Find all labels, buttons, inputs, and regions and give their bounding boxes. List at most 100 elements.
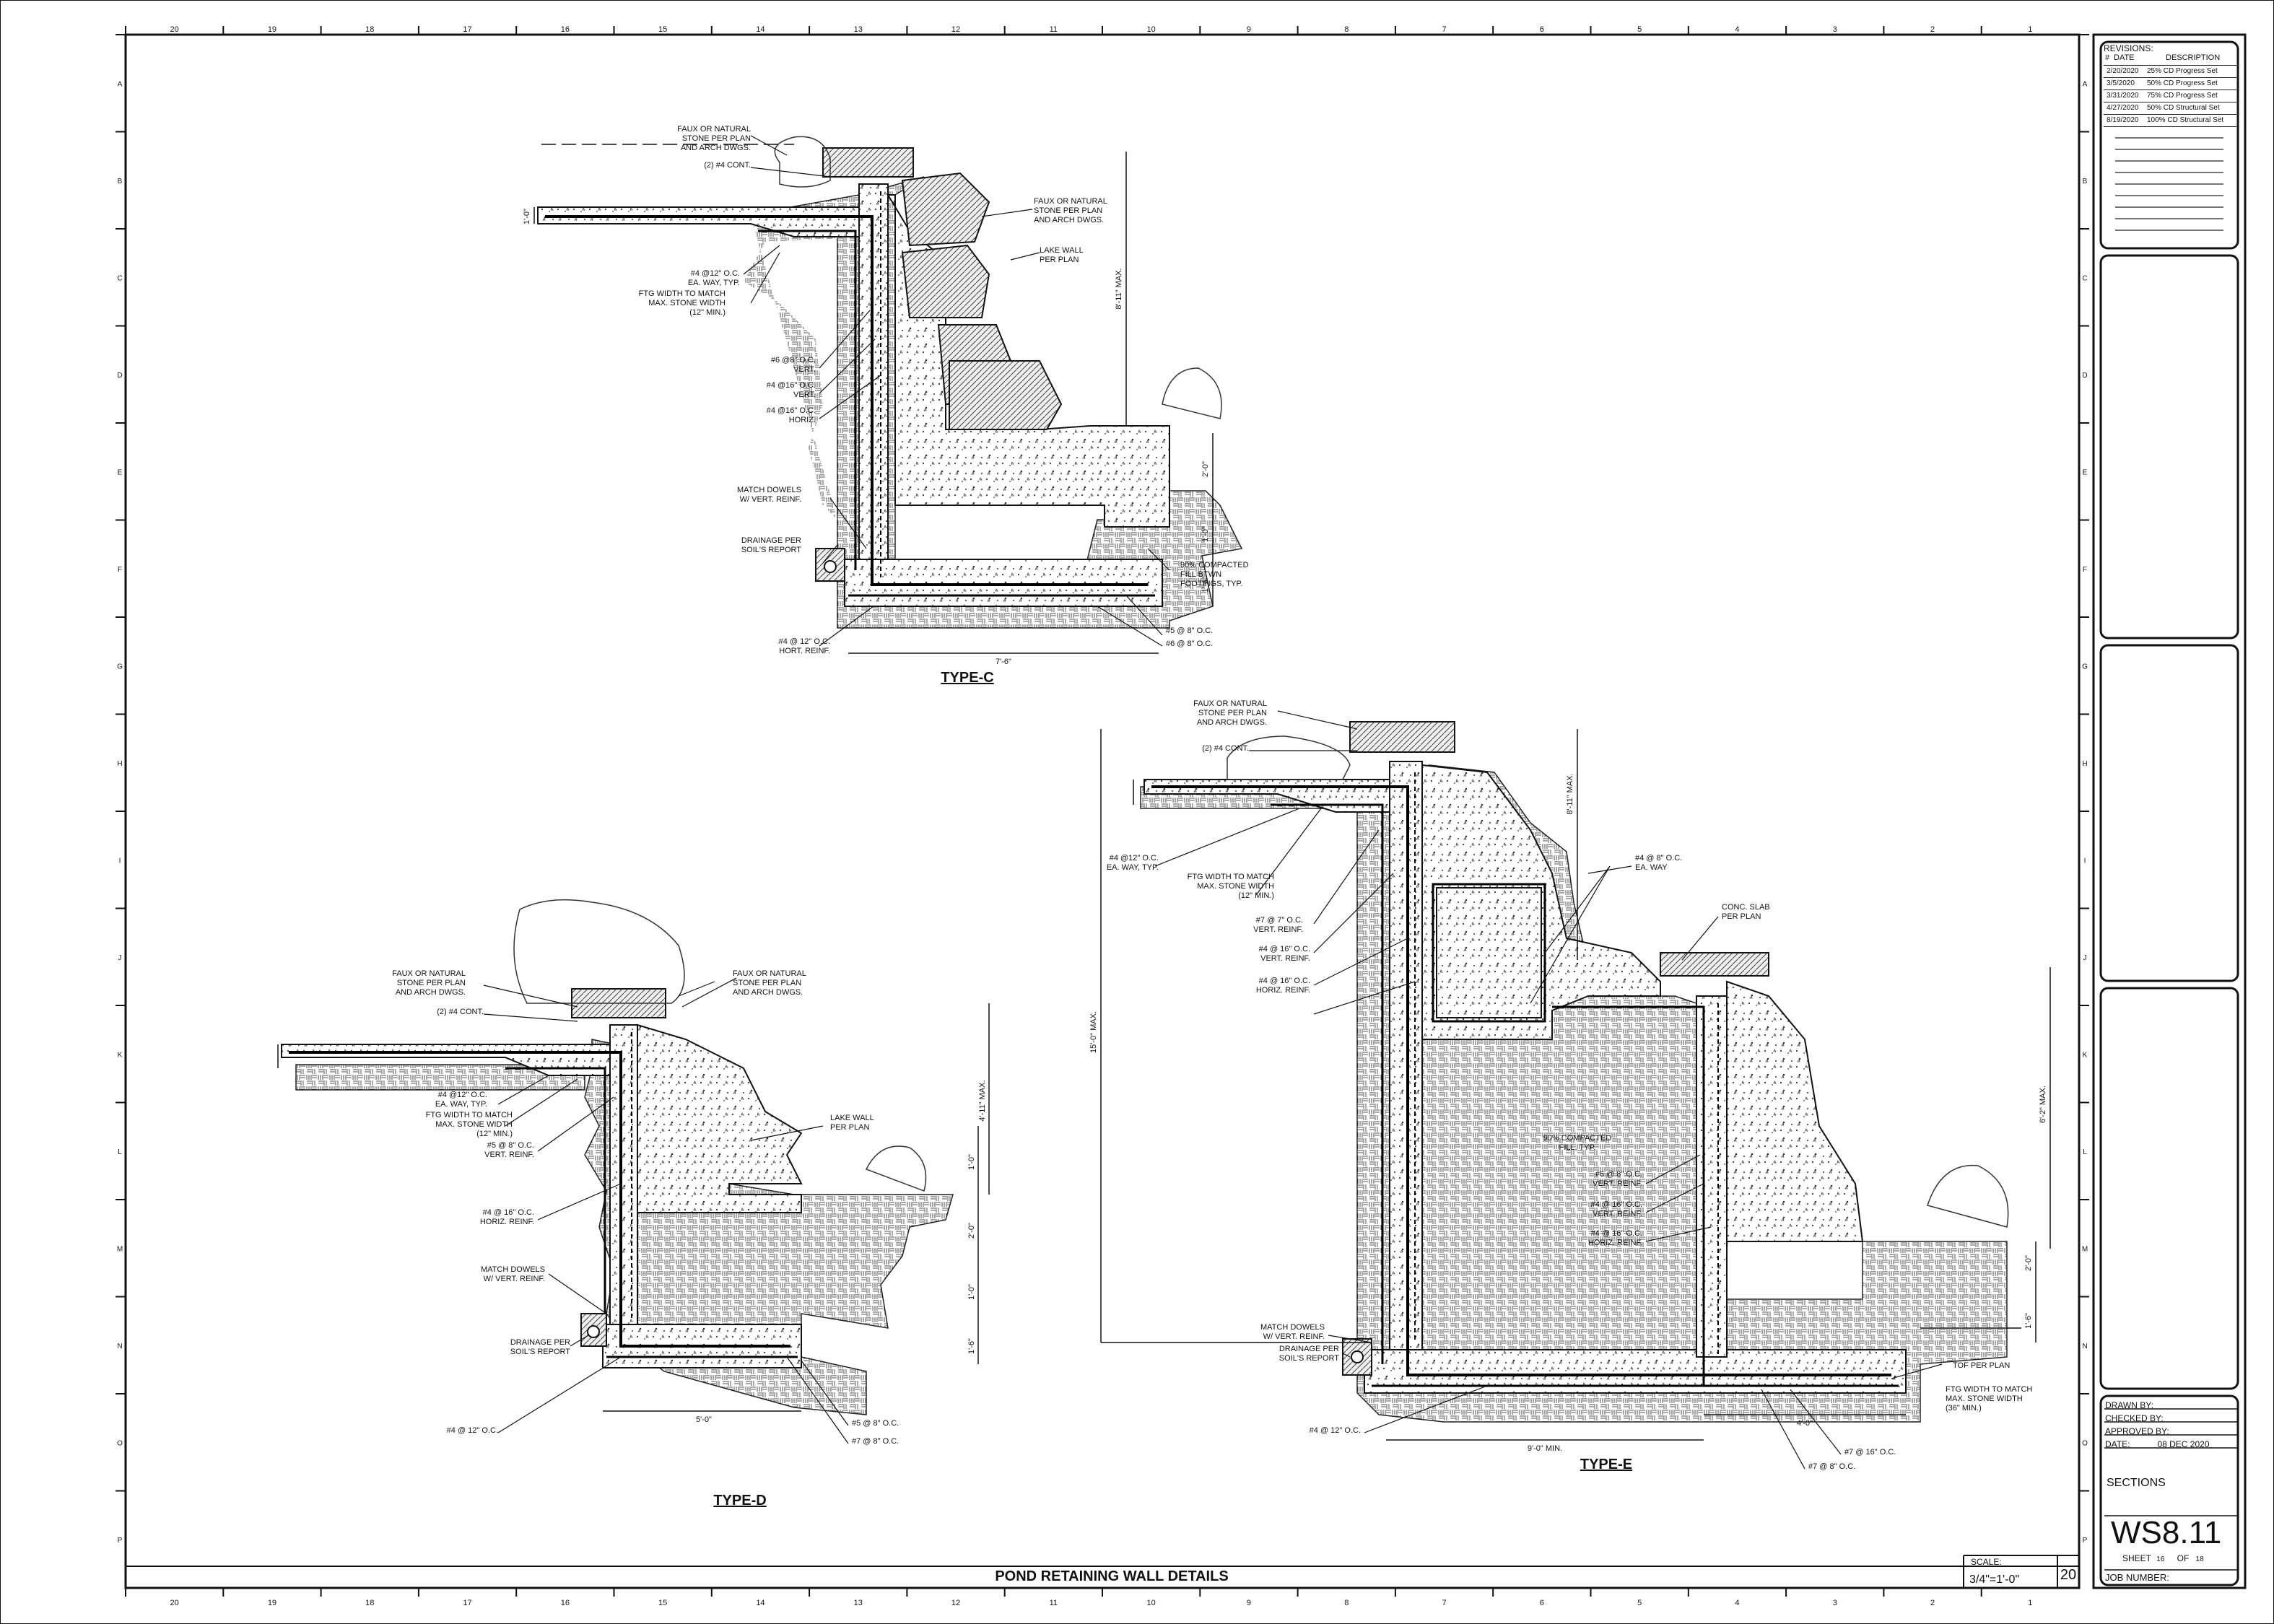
note-bot-1: #4 @ 12" O.C. [1310,1426,1361,1435]
note-bot-2: #7 @ 16" O.C. [1844,1448,1896,1457]
type-c-title: TYPE-C [941,670,993,686]
grid-row-label: K [2083,1051,2088,1059]
grid-col-label: 12 [951,25,960,34]
revision-desc: 50% CD Structural Set [2147,104,2220,112]
sheet-index: 16 [2156,1555,2165,1563]
grid-row-label: L [118,1148,122,1156]
grid-col-label: 7 [1442,25,1446,34]
note-bot-2: #5 @ 8" O.C. [852,1419,899,1428]
grid-col-label: 20 [170,1599,179,1607]
type-e-dim-d1: 2'-0" [2024,1255,2033,1271]
grid-col-label: 16 [561,1599,570,1607]
detail-type-d [277,899,990,1444]
note-vert: #5 @ 8" O.C.VERT. REINF. [484,1141,534,1159]
grid-col-label: 9 [1247,1599,1251,1607]
note-ftg-bars: #4 @12" O.C.EA. WAY, TYP. [688,269,740,287]
type-d-title: TYPE-D [713,1493,766,1509]
type-d-dim-d2: 2'-0" [967,1223,976,1239]
grid-col-label: 2 [1930,1599,1935,1607]
grid-row-label: M [117,1245,123,1253]
grid-col-label: 1 [2028,1599,2032,1607]
revisions-header: # DATE DESCRIPTION [2104,53,2236,66]
grid-col-label: 11 [1050,25,1058,34]
grid-col-label: 5 [1637,1599,1642,1607]
revision-date: 3/5/2020 [2107,79,2135,87]
grid-row-label: D [2082,372,2087,380]
grid-col-label: 15 [658,25,667,34]
grid-row-label: B [118,178,123,185]
grid-row-label: A [2083,80,2088,88]
type-c-dim-d2: 1'-0" [1201,526,1210,542]
grid-row-label: N [2082,1343,2087,1350]
grid-row-label: G [2082,663,2088,671]
note-horiz: #4 @16" O.C.HORIZ. [767,406,816,424]
grid-row-label: G [117,663,123,671]
type-c-dim-d3: 1'-6" [1201,577,1210,593]
grid-col-label: 3 [1833,1599,1837,1607]
grid-col-label: 2 [1930,25,1935,34]
grid-col-label: 13 [854,25,863,34]
grid-row-label: O [2082,1439,2088,1447]
type-c-dim-width: 7'-6" [996,658,1011,666]
grid-col-label: 13 [854,1599,863,1607]
type-d-dim-d4: 1'-6" [967,1338,976,1354]
grid-row-label: B [2083,178,2088,185]
grid-row-label: E [118,468,123,476]
grid-row-label: I [119,857,121,865]
type-e-dim-d2: 1'-6" [2024,1313,2033,1329]
note-inner-vert-2: #4 @ 16" O.C.VERT. REINF. [1591,1200,1642,1218]
note-ftg-bars: #4 @12" O.C.EA. WAY, TYP. [1107,854,1159,872]
rev-col-desc: DESCRIPTION [2166,53,2221,62]
grid-col-label: 4 [1735,1599,1739,1607]
grid-row-label: I [2084,857,2086,865]
grid-col-label: 15 [658,1599,667,1607]
grid-col-label: 1 [2028,25,2032,34]
grid-row-label: J [2083,954,2087,962]
grid-row-label: J [118,954,122,962]
grid-col-label: 17 [463,1599,471,1607]
type-d-dim-d1: 1'-0" [967,1154,976,1170]
grid-col-label: 17 [463,25,471,34]
grid-row-label: N [117,1343,122,1350]
detail-type-c [533,135,1243,654]
grid-col-label: 10 [1147,25,1156,34]
grid-row-label: F [2083,566,2087,574]
grid-row-label: F [118,566,122,574]
grid-row-label: M [2082,1245,2088,1253]
grid-row-label: C [117,274,122,282]
grid-col-label: 20 [170,25,179,34]
type-e-title: TYPE-E [1580,1457,1632,1472]
grid-row-label: O [117,1439,123,1447]
grid-row-label: H [2082,760,2087,768]
grid-col-label: 14 [756,1599,764,1607]
grid-row-label: C [2082,274,2087,282]
sheet-number: WS8.11 [2111,1515,2222,1550]
grid-col-label: 10 [1147,1599,1156,1607]
note-tof: TOF PER PLAN [1953,1361,2010,1370]
note-cont-bars: (2) #4 CONT. [704,161,751,170]
scale-value: 3/4"=1'-0" [1969,1573,2019,1586]
type-c-dim-height: 8'-11" MAX. [1115,268,1123,309]
revision-desc: 75% CD Progress Set [2147,92,2218,100]
type-d-dim-width: 5'-0" [696,1415,712,1424]
type-d-dim-height: 4'-11" MAX. [978,1080,987,1121]
grid-row-label: L [2083,1148,2087,1156]
approved-by: APPROVED BY: [2105,1426,2169,1436]
note-cont-bars: (2) #4 CONT. [437,1008,484,1016]
sheet-label: SHEET [2122,1553,2151,1563]
